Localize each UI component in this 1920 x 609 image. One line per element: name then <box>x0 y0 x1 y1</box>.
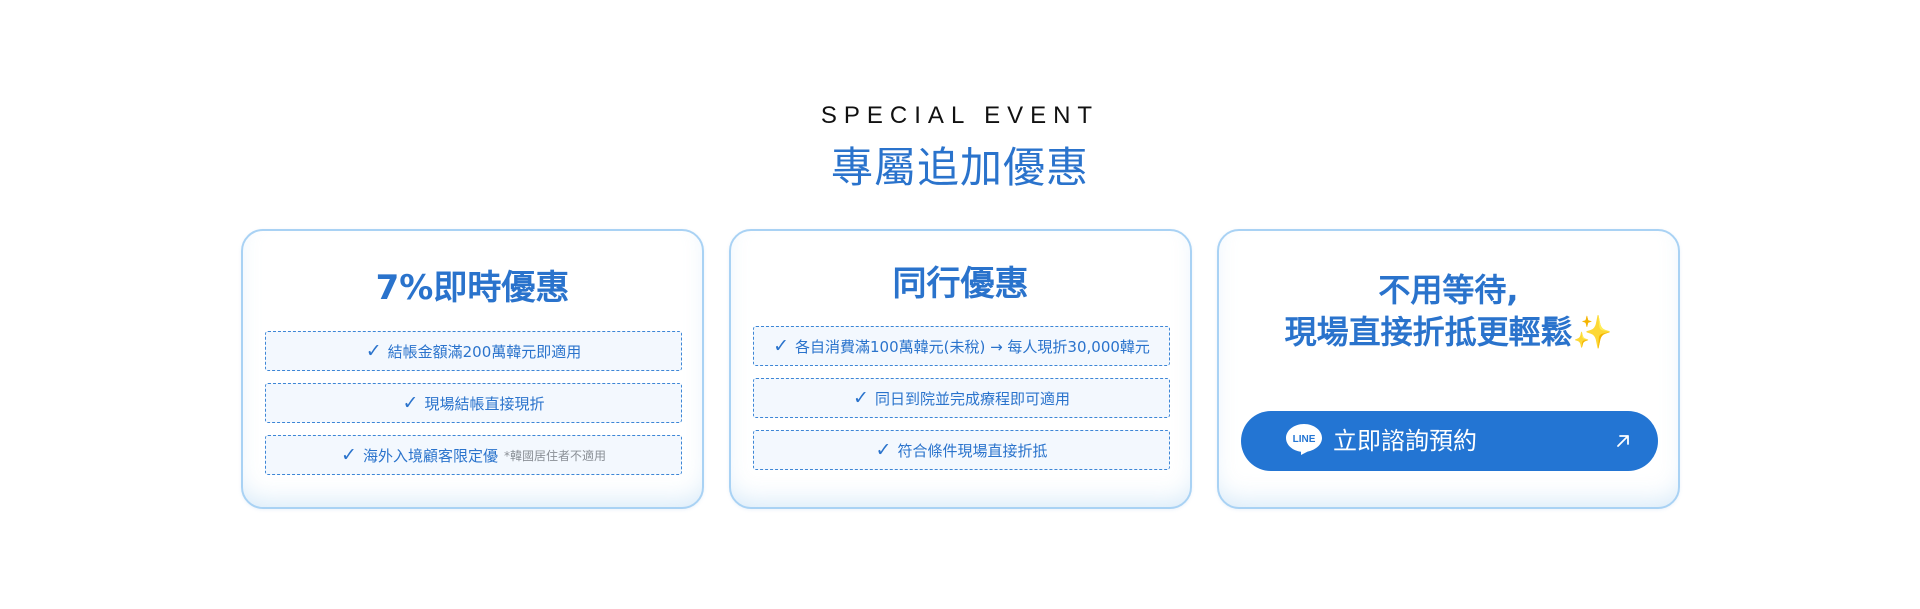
benefit-text: 各自消費滿100萬韓元(未稅) → 每人現折30,000韓元 <box>794 337 1150 356</box>
card-title: 不用等待, 現場直接折抵更輕鬆✨ <box>1219 269 1678 353</box>
checkmark-icon: ✓ <box>853 386 869 409</box>
section-eyebrow: SPECIAL EVENT <box>820 102 1100 129</box>
svg-text:LINE: LINE <box>1293 434 1316 445</box>
consult-booking-label: 立即諮詢預約 <box>1333 427 1477 455</box>
arrow-up-right-icon <box>1617 435 1629 447</box>
line-logo-icon: LINE <box>1286 424 1322 455</box>
benefit-item: ✓ 各自消費滿100萬韓元(未稅) → 每人現折30,000韓元 <box>753 326 1170 366</box>
benefit-item: ✓ 符合條件現場直接折抵 <box>753 430 1170 470</box>
card-title-line-1: 不用等待, <box>1378 271 1519 309</box>
benefit-item: ✓ 同日到院並完成療程即可適用 <box>753 378 1170 418</box>
benefit-item: ✓ 現場結帳直接現折 <box>265 383 682 423</box>
checkmark-icon: ✓ <box>773 334 789 357</box>
checkmark-icon: ✓ <box>341 443 357 466</box>
sparkles-icon: ✨ <box>1572 313 1613 351</box>
consult-booking-button[interactable]: LINE 立即諮詢預約 <box>1241 411 1658 471</box>
checkmark-icon: ✓ <box>365 339 382 362</box>
benefit-item: ✓ 海外入境顧客限定優 *韓國居住者不適用 <box>265 435 682 475</box>
card-title: 7%即時優惠 <box>375 268 570 308</box>
checkmark-icon: ✓ <box>402 391 419 414</box>
card-title-line-2-text: 現場直接折抵更輕鬆 <box>1284 313 1573 351</box>
checkmark-icon: ✓ <box>875 438 892 461</box>
benefit-text: 符合條件現場直接折抵 <box>897 441 1048 460</box>
offer-card-booking: 不用等待, 現場直接折抵更輕鬆✨ LINE 立即諮詢預約 <box>1217 229 1680 509</box>
benefit-text: 結帳金額滿200萬韓元即適用 <box>387 342 582 361</box>
benefit-text: 現場結帳直接現折 <box>424 394 545 413</box>
offer-card-instant-discount: 7%即時優惠 ✓ 結帳金額滿200萬韓元即適用 ✓ 現場結帳直接現折 ✓ 海外入… <box>241 229 704 509</box>
card-title-line-2: 現場直接折抵更輕鬆✨ <box>1219 311 1678 353</box>
section-title: 專屬追加優惠 <box>830 143 1089 192</box>
benefit-text: 同日到院並完成療程即可適用 <box>874 389 1070 408</box>
benefit-note: *韓國居住者不適用 <box>503 448 606 463</box>
benefit-item: ✓ 結帳金額滿200萬韓元即適用 <box>265 331 682 371</box>
benefit-text: 海外入境顧客限定優 <box>362 446 498 465</box>
offer-card-companion-discount: 同行優惠 ✓ 各自消費滿100萬韓元(未稅) → 每人現折30,000韓元 ✓ … <box>729 229 1192 509</box>
card-title: 同行優惠 <box>892 264 1029 304</box>
